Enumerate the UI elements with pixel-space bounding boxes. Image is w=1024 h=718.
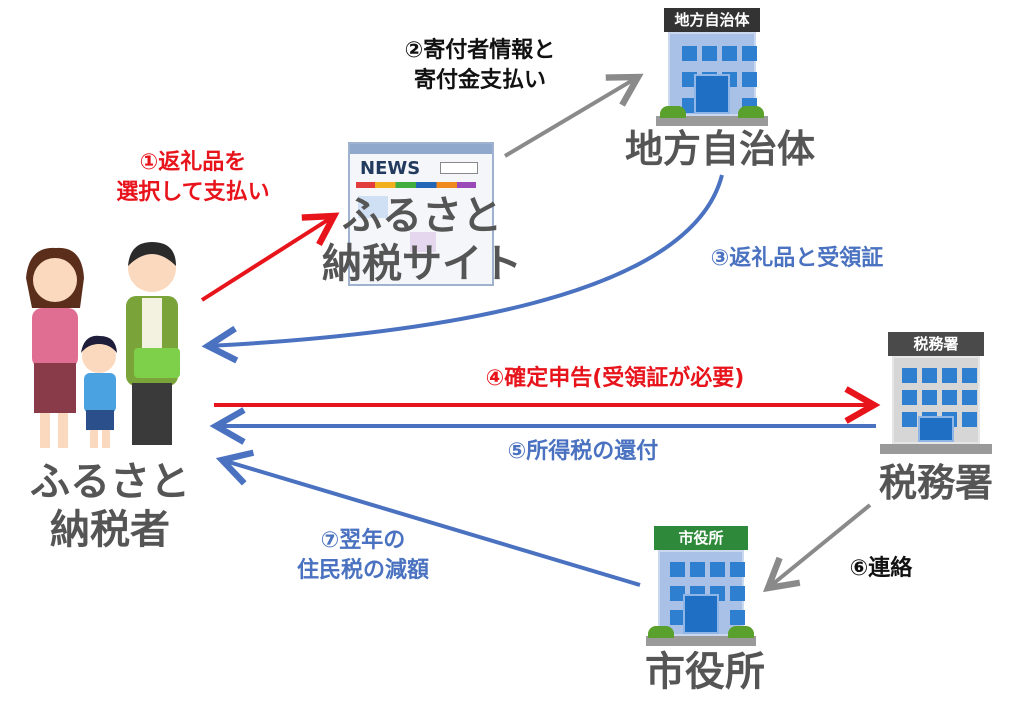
municipality-building: 地方自治体: [656, 8, 768, 126]
child: [81, 335, 117, 448]
city-hall-building: 市役所: [646, 526, 756, 646]
municipality-sign: 地方自治体: [664, 8, 760, 32]
color-stripe: [356, 182, 476, 188]
arrow-step6: [762, 503, 872, 593]
arrow-step7: [215, 449, 641, 587]
door: [918, 416, 954, 442]
tax-office-label: 税務署: [878, 461, 993, 505]
taxpayer-label-line1: ふるさと: [30, 459, 190, 505]
news-site-illustration: NEWS: [348, 142, 494, 286]
taxpayer-label: ふるさと 納税者: [22, 458, 198, 554]
step6-label: ⑥連絡: [849, 556, 913, 581]
family-illustration: [26, 242, 180, 448]
city-hall-sign: 市役所: [654, 526, 748, 550]
step1-label: ①返礼品を 選択して支払い: [80, 148, 306, 208]
building-body: [658, 550, 745, 636]
news-logo: NEWS: [360, 158, 421, 179]
shopping-basket: [134, 348, 180, 378]
arrow-step2: [503, 73, 644, 158]
site-label-line2: 納税サイト: [322, 241, 522, 287]
door: [694, 74, 730, 114]
arrow-step3: [201, 174, 724, 364]
browser-bar: [350, 144, 492, 154]
tax-office-sign: 税務署: [888, 332, 984, 356]
step4-label: ④確定申告(受領証が必要): [485, 366, 745, 391]
tax-office-building: 税務署: [880, 332, 992, 454]
city-hall-label: 市役所: [645, 649, 765, 695]
site-label: ふるさと 納税サイト: [312, 192, 532, 288]
taxpayer-label-line2: 納税者: [50, 507, 170, 553]
step2-line2: 寄付金支払い: [413, 68, 546, 93]
search-box: [440, 162, 478, 174]
step1-line2: 選択して支払い: [116, 180, 270, 205]
mother: [26, 247, 84, 448]
step2-line1: ②寄付者情報と: [404, 38, 556, 63]
step1-line1: ①返礼品を: [139, 150, 247, 175]
news-image: [358, 196, 388, 218]
step7-line2: 住民税の減額: [296, 558, 429, 583]
building-body: [892, 356, 980, 444]
site-label-line1: ふるさと: [342, 193, 502, 239]
step2-label: ②寄付者情報と 寄付金支払い: [372, 36, 588, 96]
building-body: [668, 32, 757, 116]
step3-label: ③返礼品と受領証: [710, 246, 884, 271]
father: [126, 242, 180, 445]
step7-label: ⑦翌年の 住民税の減額: [260, 526, 466, 586]
door: [683, 594, 719, 634]
step7-line1: ⑦翌年の: [320, 528, 406, 553]
step5-label: ⑤所得税の還付: [507, 439, 659, 464]
municipality-label: 地方自治体: [624, 127, 815, 171]
news-image: [410, 232, 436, 252]
arrow-step1: [200, 212, 340, 302]
